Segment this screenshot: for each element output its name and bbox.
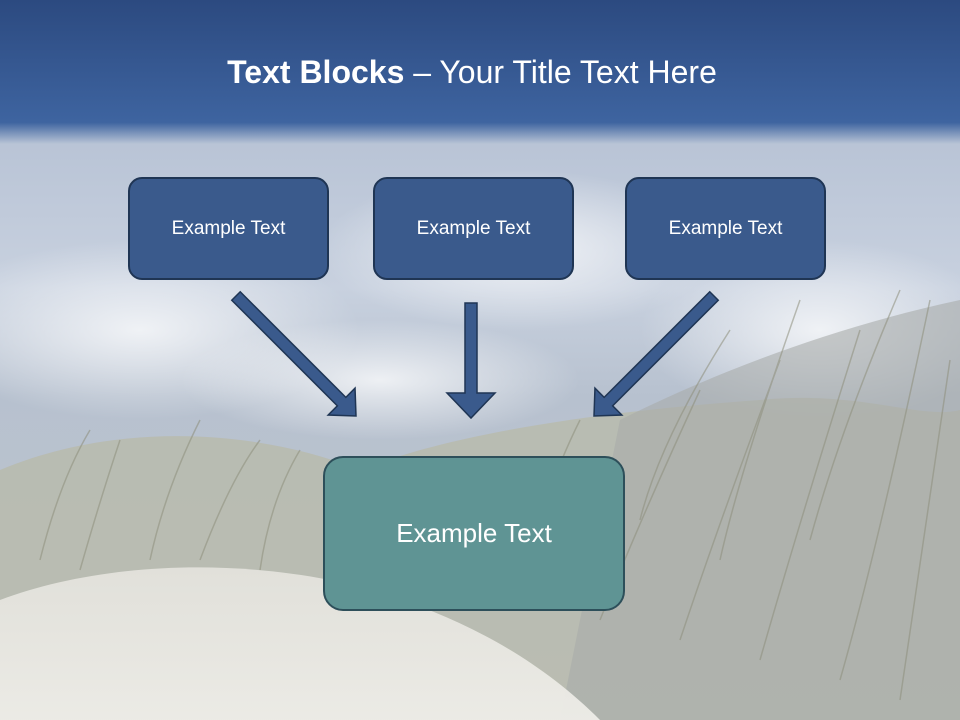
arrow-down-center: [445, 302, 497, 420]
title-bold-part: Text Blocks: [227, 54, 405, 90]
bottom-box-label: Example Text: [396, 518, 552, 548]
arrow-down-right: [230, 290, 357, 417]
slide-title: Text Blocks – Your Title Text Here: [0, 54, 944, 91]
arrow-down-left: [593, 290, 720, 417]
title-regular-part: Your Title Text Here: [439, 54, 717, 90]
top-box-center[interactable]: Example Text: [373, 177, 574, 280]
bottom-box[interactable]: Example Text: [323, 456, 625, 611]
top-box-right[interactable]: Example Text: [625, 177, 826, 280]
top-box-center-label: Example Text: [416, 217, 531, 239]
top-box-left[interactable]: Example Text: [128, 177, 329, 280]
title-separator: –: [404, 54, 440, 90]
top-box-left-label: Example Text: [171, 217, 286, 239]
top-box-right-label: Example Text: [668, 217, 783, 239]
